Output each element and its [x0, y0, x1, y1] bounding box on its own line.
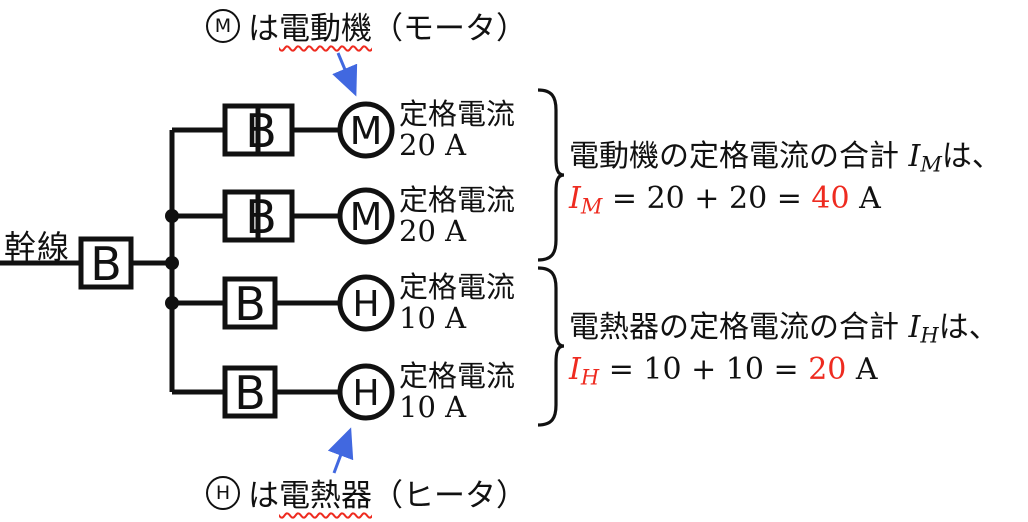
junction-dots	[165, 209, 179, 310]
motor-current-symbol-red: IM	[569, 181, 603, 219]
rating-title: 定格電流	[399, 183, 516, 217]
heater-summary-equation: IH = 10 + 10 = 20 A	[569, 349, 999, 391]
heater-annotation-arrow	[327, 427, 354, 474]
rating-value: 10 A	[399, 301, 467, 335]
branch-breaker-label: B	[234, 277, 266, 331]
heater-letter: H	[352, 284, 379, 325]
branch-breaker-label: B	[245, 190, 277, 244]
rating-label-2: 定格電流 20 A	[399, 185, 515, 247]
breaker-letters: B B B B B	[90, 104, 277, 420]
equation-middle: = 10 + 10 =	[608, 352, 799, 387]
heater-summary-suffix: は、	[938, 310, 999, 345]
rating-title: 定格電流	[399, 359, 516, 393]
equation-middle: = 20 + 20 =	[611, 181, 802, 216]
heater-summary-line1: 電熱器の定格電流の合計 IHは、	[569, 307, 999, 349]
motor-group-brace	[537, 88, 565, 262]
heater-group-brace	[537, 266, 565, 427]
equation-result: 40	[811, 181, 850, 216]
device-circles	[337, 101, 395, 421]
rating-value: 20 A	[399, 128, 467, 162]
motor-letter: M	[350, 195, 383, 239]
heater-circle-1	[337, 274, 395, 332]
junction-dot	[165, 296, 179, 310]
heater-annotation: H は電熱器（ヒータ）	[206, 470, 527, 515]
rating-label-1: 定格電流 20 A	[399, 99, 515, 161]
heater-annotation-text: は電熱器（ヒータ）	[248, 478, 527, 514]
heater-letter: H	[352, 373, 379, 414]
motor-summary: 電動機の定格電流の合計 IMは、 IM = 20 + 20 = 40 A	[569, 136, 1002, 220]
motor-letter: M	[350, 109, 383, 153]
junction-dot	[165, 256, 179, 270]
motor-summary-line1: 電動機の定格電流の合計 IMは、	[569, 136, 1002, 178]
rating-label-3: 定格電流 10 A	[399, 272, 515, 334]
heater-summary: 電熱器の定格電流の合計 IHは、 IH = 10 + 10 = 20 A	[569, 307, 999, 391]
equation-unit: A	[859, 181, 881, 216]
heater-symbol-icon: H	[206, 475, 240, 510]
rating-value: 10 A	[399, 390, 467, 424]
group-braces	[537, 88, 565, 427]
junction-dot	[165, 209, 179, 223]
motor-summary-text: 電動機の定格電流の合計	[569, 139, 899, 174]
branch-breaker-label: B	[245, 104, 277, 158]
motor-circle-2	[337, 187, 395, 245]
breaker-boxes	[78, 103, 295, 419]
annotation-arrows	[327, 52, 358, 474]
motor-summary-suffix: は、	[941, 139, 1002, 174]
rating-title: 定格電流	[399, 270, 516, 304]
heater-current-symbol-red: IH	[569, 352, 600, 390]
motor-summary-equation: IM = 20 + 20 = 40 A	[569, 178, 1002, 220]
main-breaker-label: B	[90, 237, 122, 291]
motor-current-symbol: IM	[908, 139, 942, 177]
motor-annotation: M は電動機（モータ）	[206, 3, 527, 48]
heater-circle-2	[337, 363, 395, 421]
heater-annotation-underlined: 電熱器	[279, 478, 372, 514]
heater-breaker-box-1	[222, 276, 278, 330]
feeder-label: 幹線	[4, 228, 71, 266]
branch-breaker-label: B	[234, 366, 266, 420]
device-letters: M M H H	[350, 109, 383, 414]
equation-result: 20	[808, 352, 847, 387]
heater-summary-text: 電熱器の定格電流の合計	[569, 310, 899, 345]
heater-current-symbol: IH	[908, 310, 939, 348]
equation-unit: A	[855, 352, 878, 387]
motor-annotation-text: は電動機（モータ）	[248, 11, 527, 47]
motor-circle-1	[337, 101, 395, 159]
rating-title: 定格電流	[399, 97, 516, 131]
rating-label-4: 定格電流 10 A	[399, 361, 515, 423]
motor-annotation-arrow	[332, 52, 358, 97]
rating-value: 20 A	[399, 214, 467, 248]
main-breaker-box	[78, 236, 134, 290]
motor-annotation-underlined: 電動機	[279, 11, 372, 47]
heater-breaker-box-2	[222, 365, 278, 419]
motor-symbol-icon: M	[206, 8, 240, 43]
